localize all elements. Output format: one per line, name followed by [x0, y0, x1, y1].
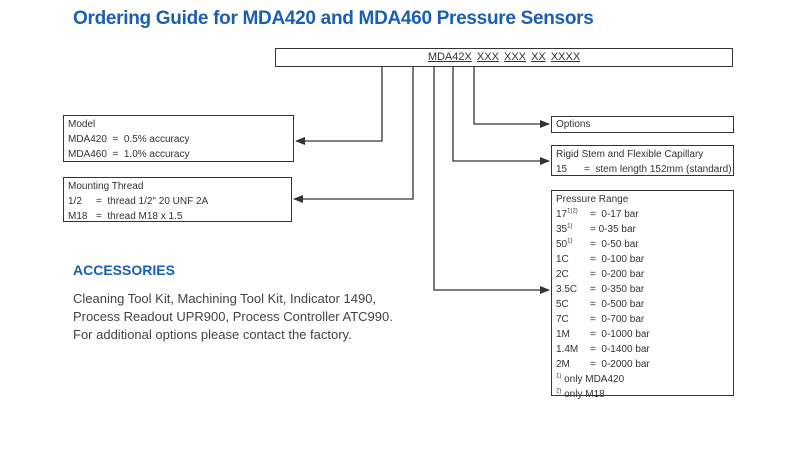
- accessories-heading: ACCESSORIES: [73, 262, 175, 278]
- code-segment-model: MDA42X: [427, 51, 472, 63]
- pressure-value: = 0-2000 bar: [590, 359, 650, 370]
- pressure-key-text: 2M: [556, 359, 570, 370]
- mounting-row: 1/2 = thread 1/2" 20 UNF 2A: [68, 194, 287, 209]
- footnote-text: only M18: [561, 389, 605, 400]
- pressure-row: 2M = 0-2000 bar: [556, 357, 729, 372]
- pressure-value: = 0-100 bar: [590, 254, 645, 265]
- rigid-key: 15: [556, 164, 568, 175]
- footnote-marker: 1): [567, 238, 573, 245]
- page-title: Ordering Guide for MDA420 and MDA460 Pre…: [73, 8, 594, 29]
- options-heading: Options: [556, 119, 591, 130]
- pressure-key-text: 50: [556, 239, 568, 250]
- rigid-stem-box: Rigid Stem and Flexible Capillary 15 = st…: [551, 145, 734, 176]
- model-value: = 0.5% accuracy: [112, 134, 190, 145]
- pressure-key: 2C: [556, 267, 590, 282]
- pressure-value: = 0-1000 bar: [590, 329, 650, 340]
- pressure-key-text: 35: [556, 224, 568, 235]
- pressure-row: 1M = 0-1000 bar: [556, 327, 729, 342]
- model-box: Model MDA420 = 0.5% accuracy MDA460 = 1.…: [63, 115, 294, 162]
- pressure-key: 171)2): [556, 207, 590, 222]
- pressure-row: 5C = 0-500 bar: [556, 297, 729, 312]
- options-box: Options: [551, 116, 734, 133]
- pressure-value: = 0-350 bar: [590, 284, 645, 295]
- pressure-key: 7C: [556, 312, 590, 327]
- rigid-row: 15 = stem length 152mm (standard): [556, 162, 732, 177]
- pressure-value: = 0-17 bar: [590, 209, 639, 220]
- order-code-box: MDA42X XXX XXX XX XXXX: [275, 48, 733, 67]
- pressure-row: 351)= 0-35 bar: [556, 222, 729, 237]
- model-key: MDA420: [68, 134, 107, 145]
- pressure-value: = 0-500 bar: [590, 299, 645, 310]
- code-segment-stem: XX: [531, 51, 546, 63]
- connector-rigid: [452, 67, 550, 165]
- rigid-value: = stem length 152mm (standard): [584, 164, 732, 175]
- pressure-value: = 0-700 bar: [590, 314, 645, 325]
- pressure-key: 5C: [556, 297, 590, 312]
- pressure-heading: Pressure Range: [556, 194, 629, 205]
- model-heading: Model: [68, 119, 96, 130]
- connector-mounting: [293, 67, 414, 203]
- connector-model: [295, 67, 383, 145]
- accessories-text: Cleaning Tool Kit, Machining Tool Kit, I…: [73, 291, 393, 342]
- pressure-key-text: 1.4M: [556, 344, 579, 355]
- pressure-key: 1M: [556, 327, 590, 342]
- connector-pressure: [433, 67, 550, 294]
- model-row: MDA460 = 1.0% accuracy: [68, 147, 289, 162]
- pressure-row: 1.4M = 0-1400 bar: [556, 342, 729, 357]
- rigid-heading: Rigid Stem and Flexible Capillary: [556, 149, 704, 160]
- pressure-key-text: 1M: [556, 329, 570, 340]
- code-segment-thread: XXX: [476, 51, 499, 63]
- pressure-row: 3.5C = 0-350 bar: [556, 282, 729, 297]
- footnote-marker: 1): [567, 223, 573, 230]
- pressure-row: 501)= 0-50 bar: [556, 237, 729, 252]
- pressure-key: 351): [556, 222, 590, 237]
- mounting-key: 1/2: [68, 196, 82, 207]
- pressure-key: 1C: [556, 252, 590, 267]
- pressure-key: 1.4M: [556, 342, 590, 357]
- footnote: 2) only M18: [556, 387, 729, 402]
- code-segment-options: XXXX: [550, 51, 581, 63]
- pressure-row: 2C = 0-200 bar: [556, 267, 729, 282]
- pressure-value: = 0-35 bar: [590, 224, 636, 235]
- mounting-thread-box: Mounting Thread 1/2 = thread 1/2" 20 UNF …: [63, 177, 292, 222]
- mounting-value: = thread 1/2" 20 UNF 2A: [96, 196, 209, 207]
- pressure-row: 1C = 0-100 bar: [556, 252, 729, 267]
- pressure-key: 501): [556, 237, 590, 252]
- pressure-key: 3.5C: [556, 282, 590, 297]
- pressure-value: = 0-1400 bar: [590, 344, 650, 355]
- pressure-key-text: 5C: [556, 299, 569, 310]
- footnote-marker: 1): [556, 373, 562, 380]
- pressure-value: = 0-50 bar: [590, 239, 639, 250]
- model-key: MDA460: [68, 149, 107, 160]
- pressure-key-text: 2C: [556, 269, 569, 280]
- mounting-heading: Mounting Thread: [68, 181, 144, 192]
- pressure-key: 2M: [556, 357, 590, 372]
- pressure-row: 7C = 0-700 bar: [556, 312, 729, 327]
- mounting-row: M18 = thread M18 x 1.5: [68, 209, 287, 224]
- pressure-key-text: 3.5C: [556, 284, 578, 295]
- footnote-text: only MDA420: [561, 374, 625, 385]
- pressure-row: 171)2)= 0-17 bar: [556, 207, 729, 222]
- pressure-key-text: 17: [556, 209, 568, 220]
- model-row: MDA420 = 0.5% accuracy: [68, 132, 289, 147]
- code-segment-pressure: XXX: [503, 51, 526, 63]
- connector-options: [473, 67, 550, 128]
- mounting-value: = thread M18 x 1.5: [96, 211, 183, 222]
- pressure-key-text: 7C: [556, 314, 569, 325]
- footnote-marker: 1)2): [567, 208, 578, 215]
- pressure-value: = 0-200 bar: [590, 269, 645, 280]
- mounting-key: M18: [68, 211, 88, 222]
- model-value: = 1.0% accuracy: [112, 149, 190, 160]
- footnote-marker: 2): [556, 388, 562, 395]
- footnote: 1) only MDA420: [556, 372, 729, 387]
- pressure-key-text: 1C: [556, 254, 569, 265]
